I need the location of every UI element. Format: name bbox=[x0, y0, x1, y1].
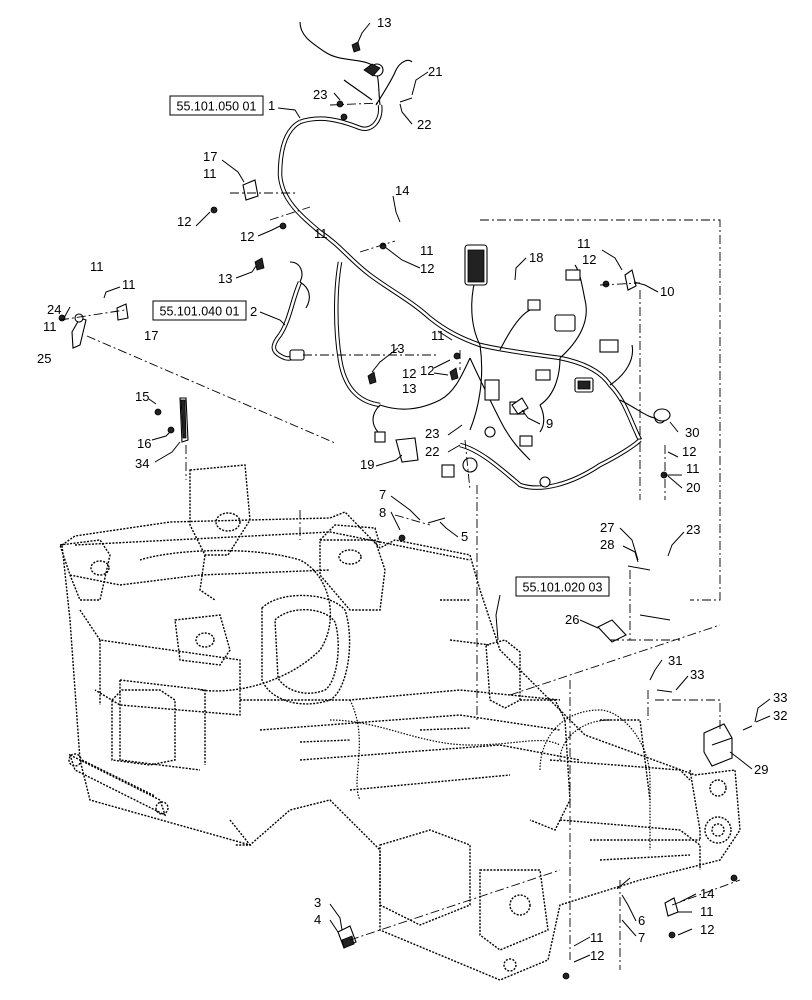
wiring-harness bbox=[271, 21, 666, 490]
alignment-lines bbox=[59, 102, 741, 970]
callout: 12 bbox=[240, 229, 254, 244]
reference-box-2[interactable]: 55.101.040 01 bbox=[152, 300, 247, 321]
callout: 13 bbox=[390, 341, 404, 356]
callout: 14 bbox=[700, 886, 714, 901]
callout: 19 bbox=[360, 457, 374, 472]
callout: 23 bbox=[425, 426, 439, 441]
callout: 11 bbox=[90, 259, 104, 274]
callout: 10 bbox=[660, 284, 674, 299]
callout: 22 bbox=[425, 444, 439, 459]
callout: 9 bbox=[546, 416, 553, 431]
callout: 30 bbox=[685, 425, 699, 440]
callout: 11 bbox=[577, 236, 591, 251]
callout: 11 bbox=[420, 243, 434, 258]
callout: 2 bbox=[250, 304, 257, 319]
callout: 11 bbox=[700, 904, 714, 919]
callout: 8 bbox=[379, 505, 386, 520]
callout: 34 bbox=[135, 456, 149, 471]
callout: 12 bbox=[582, 252, 596, 267]
callout: 12 bbox=[420, 363, 434, 378]
callout: 4 bbox=[314, 912, 321, 927]
callout: 26 bbox=[565, 612, 579, 627]
callout: 14 bbox=[395, 183, 409, 198]
callout: 11 bbox=[431, 328, 445, 343]
callout: 24 bbox=[47, 302, 61, 317]
reference-label-2: 55.101.040 01 bbox=[160, 305, 240, 319]
callout: 11 bbox=[314, 226, 328, 241]
callout: 13 bbox=[402, 381, 416, 396]
callout: 12 bbox=[420, 261, 434, 276]
callout: 11 bbox=[590, 930, 604, 945]
callout: 15 bbox=[135, 389, 149, 404]
callout: 7 bbox=[379, 487, 386, 502]
callout: 12 bbox=[682, 444, 696, 459]
leader-lines bbox=[63, 22, 771, 963]
callout: 29 bbox=[754, 762, 768, 777]
callout: 27 bbox=[600, 520, 614, 535]
callout: 16 bbox=[137, 436, 151, 451]
chassis-frame bbox=[59, 464, 741, 981]
callout: 3 bbox=[314, 895, 321, 910]
control-box bbox=[485, 639, 521, 709]
callout: 12 bbox=[402, 366, 416, 381]
callout: 1 bbox=[268, 98, 275, 113]
callout: 13 bbox=[377, 15, 391, 30]
reference-label-1: 55.101.050 01 bbox=[177, 100, 257, 114]
callout: 31 bbox=[668, 653, 682, 668]
callout: 33 bbox=[690, 667, 704, 682]
callout: 18 bbox=[529, 250, 543, 265]
callout: 6 bbox=[638, 913, 645, 928]
callout: 12 bbox=[177, 214, 191, 229]
callout: 17 bbox=[203, 149, 217, 164]
hardware-parts bbox=[58, 41, 753, 980]
reference-label-3: 55.101.020 03 bbox=[523, 581, 603, 595]
callout: 11 bbox=[43, 319, 57, 334]
callout: 11 bbox=[203, 166, 217, 181]
callout: 23 bbox=[313, 87, 327, 102]
callout: 7 bbox=[638, 930, 645, 945]
callouts: 13 21 23 22 1 17 11 12 14 11 12 11 12 11… bbox=[37, 15, 787, 963]
callout: 13 bbox=[218, 271, 232, 286]
callout: 11 bbox=[122, 277, 136, 292]
callout: 5 bbox=[461, 529, 468, 544]
callout: 20 bbox=[686, 480, 700, 495]
callout: 12 bbox=[700, 922, 714, 937]
callout: 17 bbox=[144, 328, 158, 343]
callout: 25 bbox=[37, 351, 51, 366]
callout: 32 bbox=[773, 708, 787, 723]
callout: 11 bbox=[686, 461, 700, 476]
callout: 21 bbox=[428, 64, 442, 79]
callout: 33 bbox=[773, 690, 787, 705]
callout: 28 bbox=[600, 537, 614, 552]
reference-box-1[interactable]: 55.101.050 01 bbox=[169, 95, 264, 116]
callout: 22 bbox=[417, 117, 431, 132]
callout: 12 bbox=[590, 948, 604, 963]
callout: 23 bbox=[686, 522, 700, 537]
reference-box-3[interactable]: 55.101.020 03 bbox=[515, 576, 610, 597]
